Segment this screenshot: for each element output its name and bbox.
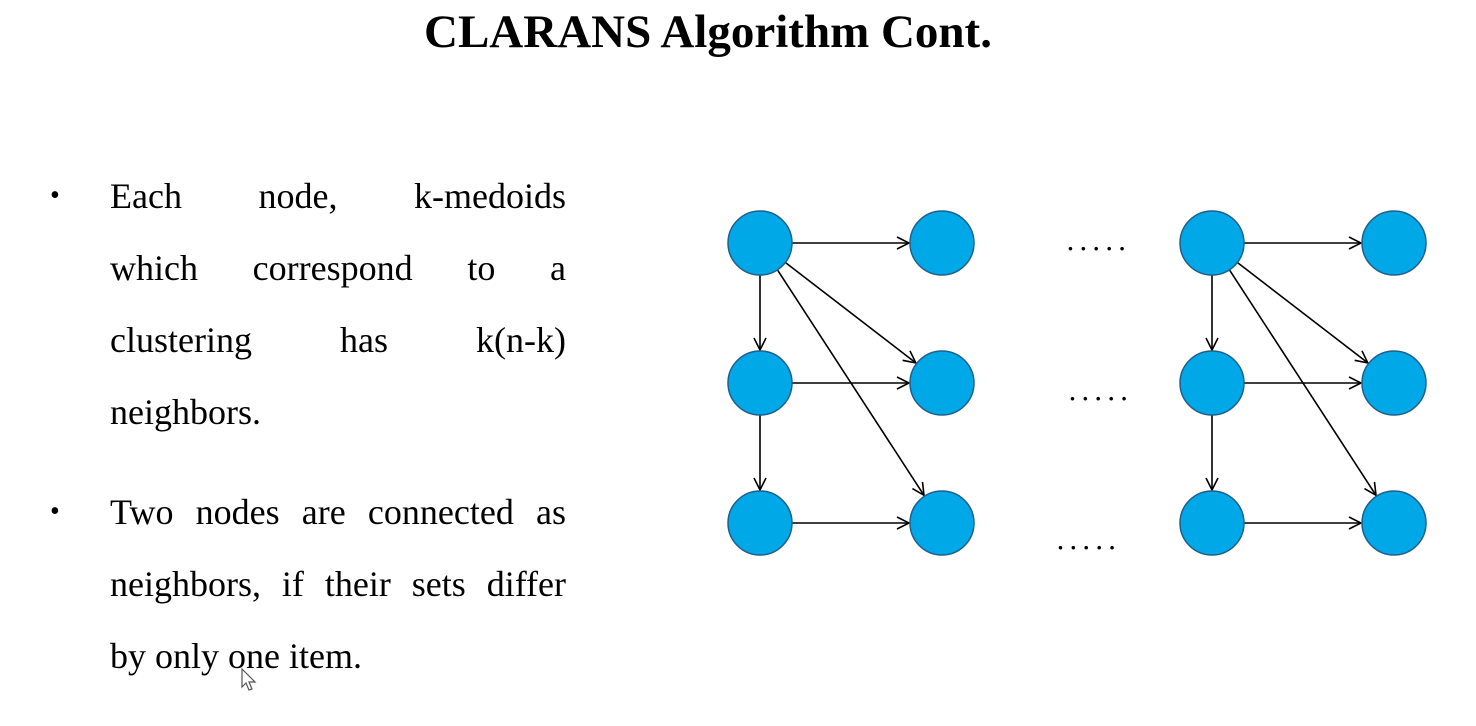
bullet-line: Each node, k-medoids (110, 176, 566, 216)
ellipsis-layer: ..... ..... ..... (1056, 224, 1133, 556)
ellipsis-text: ..... (1068, 374, 1133, 407)
bullet-icon: • (50, 180, 60, 211)
graph-node-D2 (1361, 350, 1427, 416)
graph-node-A1 (727, 210, 793, 276)
bullet-item: • Two nodes are connected as neighbors, … (42, 476, 582, 692)
ellipsis-text: ..... (1066, 224, 1131, 257)
edges-layer (760, 243, 1376, 523)
neighbor-graph-diagram: ..... ..... ..... (727, 210, 1427, 556)
graph-node-C1 (1179, 210, 1245, 276)
graph-node-B2 (909, 350, 975, 416)
edge-arrow-A1-B2 (784, 261, 915, 363)
bullet-line: neighbors, if their sets differ (110, 564, 566, 604)
bullet-line: by only one item. (110, 636, 362, 676)
graph-node-C3 (1179, 490, 1245, 556)
graph-node-B3 (909, 490, 975, 556)
graph-node-C2 (1179, 350, 1245, 416)
bullet-line: neighbors. (110, 392, 261, 432)
bullet-line: clustering has k(n-k) (110, 320, 566, 360)
slide-title: CLARANS Algorithm Cont. (424, 6, 992, 58)
bullet-list: • Each node, k-medoids which correspond … (42, 160, 582, 692)
graph-node-A3 (727, 490, 793, 556)
bullet-icon: • (50, 496, 60, 527)
graph-node-D3 (1361, 490, 1427, 556)
ellipsis-text: ..... (1056, 523, 1121, 556)
nodes-layer (727, 210, 1427, 556)
mouse-cursor-icon (241, 668, 257, 691)
graph-node-D1 (1361, 210, 1427, 276)
edge-arrow-C1-D2 (1236, 261, 1367, 363)
bullet-line: Two nodes are connected as (110, 492, 566, 532)
bullet-item: • Each node, k-medoids which correspond … (42, 160, 582, 448)
bullet-line: which correspond to a (110, 248, 566, 288)
graph-node-B1 (909, 210, 975, 276)
graph-node-A2 (727, 350, 793, 416)
